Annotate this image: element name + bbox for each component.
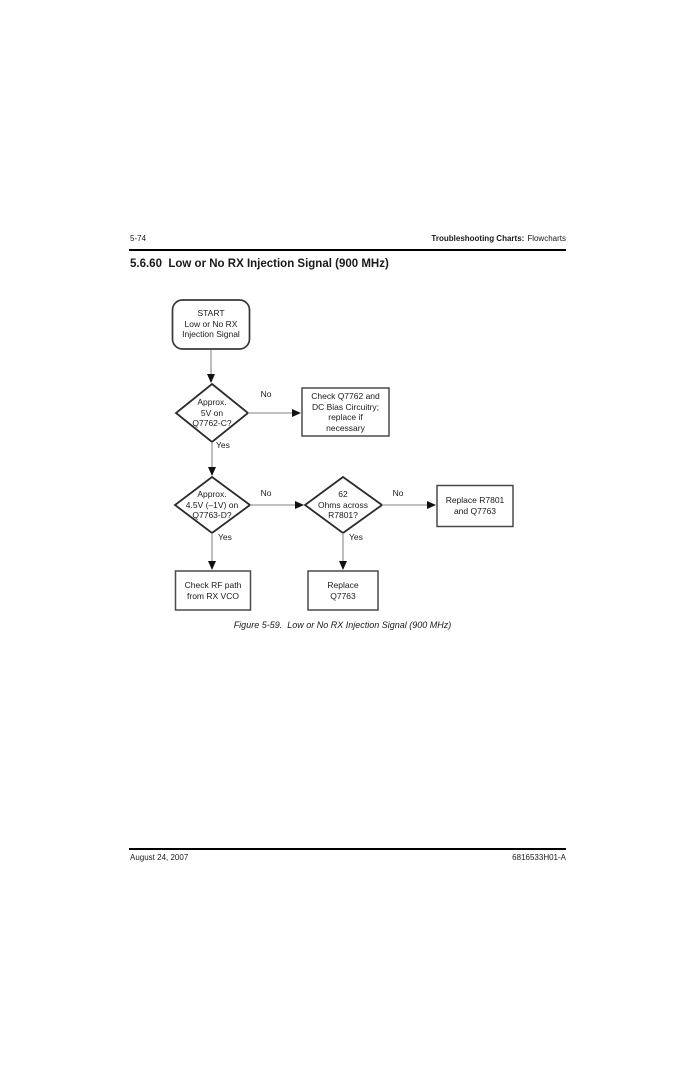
running-header: Troubleshooting Charts:Flowcharts (431, 234, 566, 243)
check-bias-box-label: Check Q7762 and DC Bias Circuitry; repla… (311, 391, 380, 433)
check-bias-box-shape (301, 387, 390, 437)
decision-3-label: 62 Ohms across R7801? (317, 489, 369, 520)
edge-label-d2-no: No (260, 488, 272, 498)
decision-2-label: Approx. 4.5V (–1V) on Q7763-D? (185, 489, 239, 520)
replace-r7801-box-label: Replace R7801 and Q7763 (445, 495, 505, 516)
edge-label-d2-yes: Yes (218, 532, 232, 542)
figure-caption: Figure 5-59. Low or No RX Injection Sign… (233, 620, 452, 630)
edge-label-d3-no: No (392, 488, 404, 498)
flowchart-canvas (171, 299, 514, 611)
page-number: 5-74 (130, 234, 147, 243)
check-rf-path-box-shape (174, 570, 252, 611)
footer-rule (129, 848, 566, 850)
section-heading: 5.6.60 Low or No RX Injection Signal (90… (130, 258, 389, 270)
replace-r7801-box-shape (436, 484, 514, 528)
running-header-subsection: Flowcharts (527, 234, 566, 243)
replace-q7763-box-label: Replace Q7763 (327, 580, 359, 601)
edge-label-d1-yes: Yes (216, 440, 230, 450)
edge-label-d3-yes: Yes (349, 532, 363, 542)
running-header-section: Troubleshooting Charts: (431, 234, 525, 243)
start-node-shape (171, 299, 251, 350)
header-rule (129, 249, 566, 251)
replace-q7763-box-shape (307, 570, 379, 611)
decision-1-label: Approx. 5V on Q7762-C? (192, 397, 232, 428)
footer-date: August 24, 2007 (130, 853, 189, 862)
footer-doc-number: 6816533H01-A (512, 853, 566, 862)
start-node-label: START Low or No RX Injection Signal (182, 308, 240, 339)
check-rf-path-box-label: Check RF path from RX VCO (184, 580, 242, 601)
edge-label-d1-no: No (260, 389, 272, 399)
